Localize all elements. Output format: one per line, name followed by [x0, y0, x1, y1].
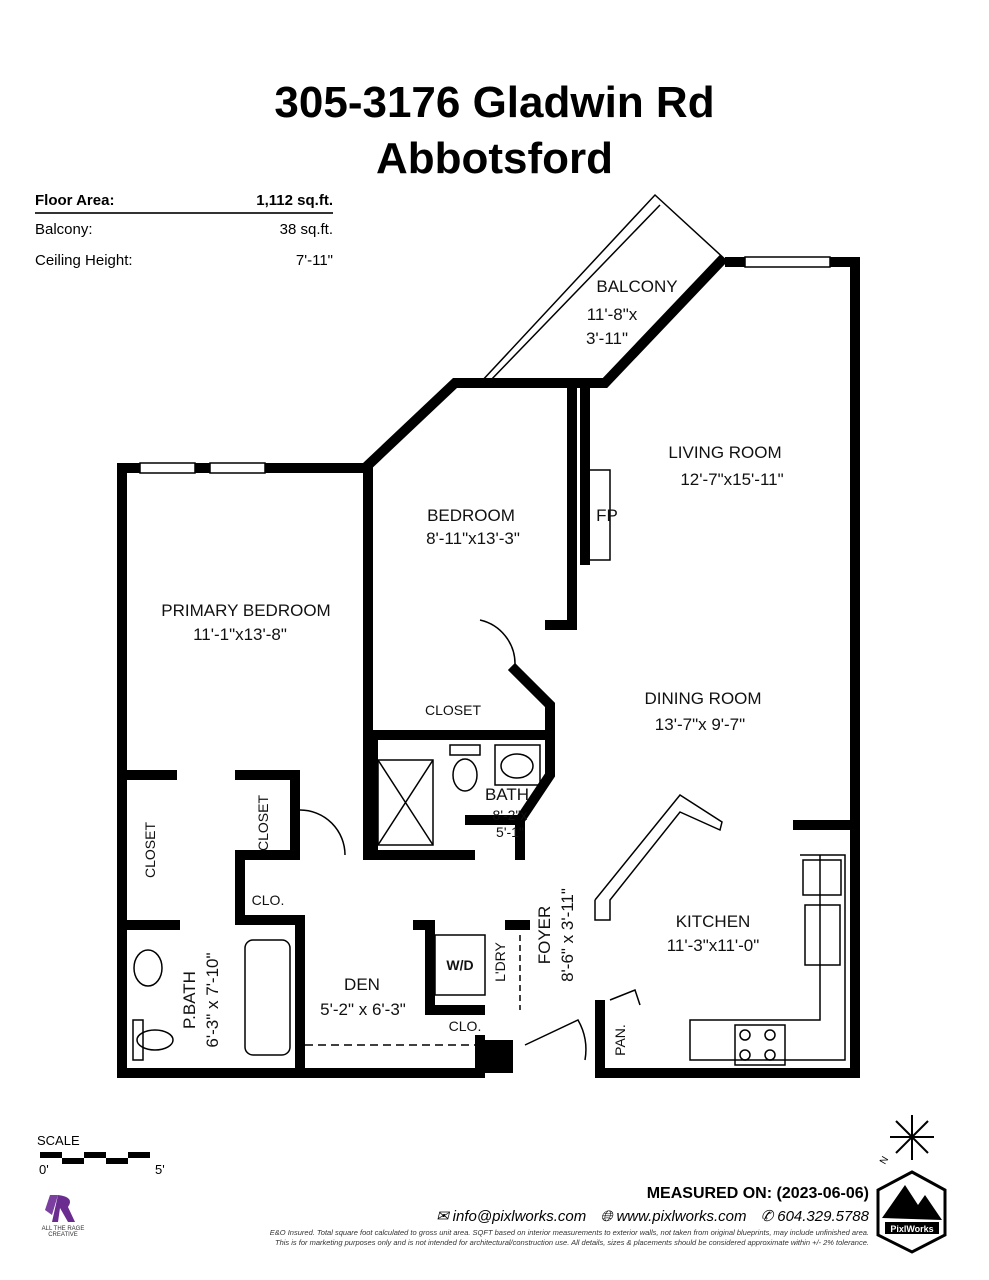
den-label: DEN — [344, 975, 380, 994]
laundry-label: L'DRY — [492, 941, 508, 981]
clo-label-2: CLO. — [449, 1018, 482, 1034]
scale-label: SCALE — [37, 1133, 80, 1148]
kitchen-dim: 11'-3"x11'-0" — [667, 936, 760, 955]
address-title: 305-3176 Gladwin Rd — [274, 78, 715, 127]
city-title: Abbotsford — [375, 134, 614, 183]
foyer-label: FOYER — [535, 906, 554, 965]
scale-end: 5' — [155, 1162, 165, 1177]
compass-north-label: N — [878, 1155, 891, 1167]
room-labels: BALCONY 11'-8"x 3'-11" LIVING ROOM 12'-7… — [142, 277, 784, 1056]
scale-start: 0' — [39, 1162, 49, 1177]
bedroom-dim: 8'-11"x13'-3" — [426, 529, 520, 548]
bedroom-label: BEDROOM — [427, 506, 515, 525]
ceiling-height-label: Ceiling Height: — [35, 252, 133, 269]
measured-on: MEASURED ON: (2023-06-06) — [646, 1185, 869, 1202]
dining-room-label: DINING ROOM — [644, 689, 761, 708]
living-room-label: LIVING ROOM — [668, 443, 781, 462]
washer-dryer-label: W/D — [446, 957, 473, 973]
floor-area-row: Floor Area: 1,112 sq.ft. — [35, 188, 333, 214]
all-the-rage-logo — [45, 1195, 75, 1222]
primary-bath-dim: 6'-3" x 7'-10" — [203, 952, 222, 1047]
balcony-label: BALCONY — [596, 277, 677, 296]
balcony-dim2: 3'-11" — [586, 329, 628, 348]
ceiling-height-row: Ceiling Height: 7'-11" — [35, 245, 333, 276]
wall-fill — [368, 738, 378, 855]
pixlworks-logo: PixlWorks — [876, 1170, 947, 1254]
phone-icon: ✆ — [760, 1208, 774, 1225]
fireplace-label: FP — [596, 506, 618, 525]
floor-area-value: 1,112 sq.ft. — [256, 191, 333, 209]
kitchen-label: KITCHEN — [676, 912, 751, 931]
website-link[interactable]: www.pixlworks.com — [616, 1208, 747, 1225]
foyer-dim: 8'-6" x 3'-11" — [558, 888, 577, 982]
disclaimer: E&O Insured. Total square foot calculate… — [270, 1228, 869, 1248]
area-summary: Floor Area: 1,112 sq.ft. Balcony: 38 sq.ft… — [35, 188, 333, 276]
balcony-area-row: Balcony: 38 sq.ft. — [35, 214, 333, 245]
globe-icon: 🌐︎ — [600, 1208, 613, 1225]
dining-room-dim: 13'-7"x 9'-7" — [655, 715, 745, 734]
email-link[interactable]: info@pixlworks.com — [452, 1208, 587, 1225]
scale-bar — [40, 1152, 150, 1164]
phone-number: 604.329.5788 — [777, 1208, 869, 1225]
fixtures — [132, 193, 846, 1066]
pantry-label: PAN. — [612, 1024, 628, 1056]
primary-bedroom-label: PRIMARY BEDROOM — [161, 601, 330, 620]
den-dim: 5'-2" x 6'-3" — [320, 1000, 406, 1019]
disclaimer-line-1: E&O Insured. Total square foot calculate… — [269, 1228, 869, 1237]
bedroom-closet-label: CLOSET — [425, 702, 481, 718]
bath-label: BATH — [485, 785, 529, 804]
living-room-dim: 12'-7"x15'-11" — [680, 470, 783, 489]
scale: SCALE 0' 5' — [37, 1133, 167, 1178]
bath-dim1: 8'-2"x — [493, 807, 528, 823]
compass-icon — [890, 1115, 934, 1160]
ceiling-height-value: 7'-11" — [295, 252, 333, 269]
primary-bath-label: P.BATH — [180, 971, 199, 1029]
clo-label-1: CLO. — [252, 892, 285, 908]
primary-bedroom-dim: 11'-1"x13'-8" — [193, 625, 287, 644]
bath-dim2: 5'-1" — [496, 824, 524, 840]
mid-closet-label: CLOSET — [255, 795, 271, 851]
balcony-area-value: 38 sq.ft. — [279, 221, 333, 238]
balcony-dim1: 11'-8"x — [587, 305, 638, 324]
disclaimer-line-2: This is for marketing purposes only and … — [275, 1238, 869, 1247]
contact-line: ✉info@pixlworks.com 🌐︎www.pixlworks.com … — [426, 1207, 869, 1225]
balcony-area-label: Balcony: — [35, 221, 93, 238]
pixlworks-logo-text: PixlWorks — [890, 1224, 933, 1234]
floor-area-label: Floor Area: — [35, 191, 115, 209]
column — [478, 1040, 513, 1073]
email-icon: ✉ — [436, 1208, 449, 1225]
all-the-rage-text: ALL THE RAGE CREATIVE — [41, 1226, 85, 1238]
left-closet-label: CLOSET — [142, 822, 158, 878]
